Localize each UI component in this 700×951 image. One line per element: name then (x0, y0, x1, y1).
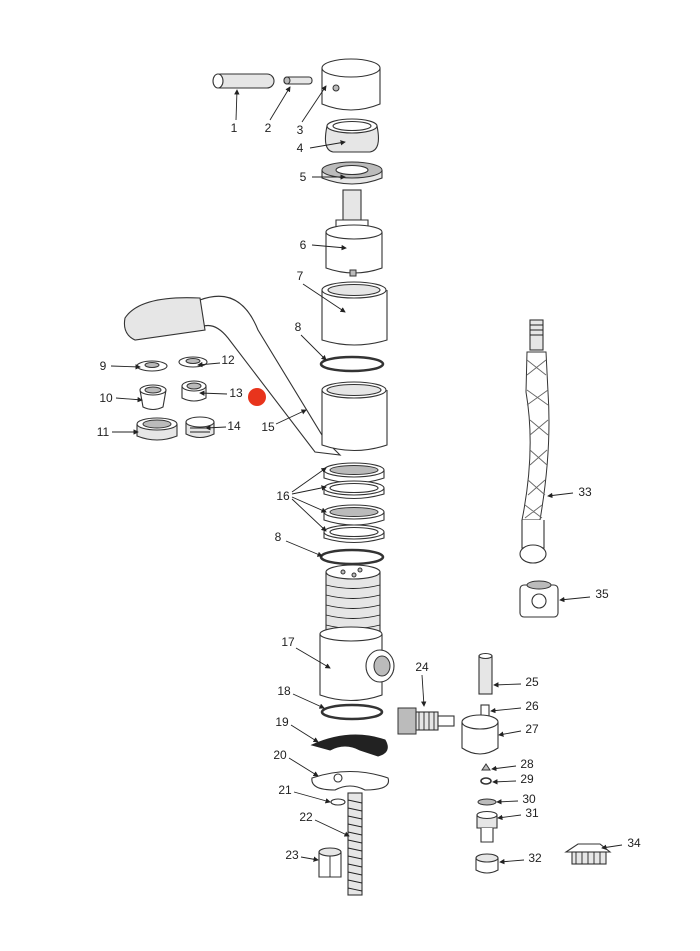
label-17: 17 (281, 635, 295, 649)
part-6-cartridge (325, 189, 383, 277)
label-19: 19 (275, 715, 289, 729)
label-21: 21 (278, 783, 292, 797)
part-32-nut (475, 853, 499, 874)
label-34: 34 (627, 836, 641, 850)
part-8-o-ring (319, 355, 385, 373)
label-25: 25 (525, 675, 539, 689)
label-6: 6 (300, 238, 307, 252)
label-7: 7 (297, 269, 304, 283)
label-28: 28 (520, 757, 534, 771)
part-4-dome-cover (324, 118, 379, 153)
label-14: 14 (227, 419, 241, 433)
label-16: 16 (276, 489, 290, 503)
part-22-threaded-rod (347, 792, 363, 896)
part-7-sleeve (321, 281, 388, 346)
label-29: 29 (520, 772, 534, 786)
part-1-pin (212, 73, 275, 89)
part-24-valve-cartridge (397, 707, 455, 735)
part-9-washer (136, 360, 168, 372)
part-labels: 1 2 3 4 5 6 7 8 9 10 11 12 13 14 15 16 8… (97, 121, 641, 865)
label-10: 10 (99, 391, 113, 405)
label-24: 24 (415, 660, 429, 674)
label-23: 23 (285, 848, 299, 862)
label-31: 31 (525, 806, 539, 820)
label-9: 9 (100, 359, 107, 373)
part-8-o-ring-lower (319, 548, 385, 566)
label-11: 11 (97, 425, 110, 439)
part-14-aerator (185, 416, 215, 439)
part-19-clip (310, 734, 388, 757)
label-27: 27 (525, 722, 539, 736)
part-23-hex-nut (318, 847, 342, 878)
label-4: 4 (297, 141, 304, 155)
part-33-braided-hose (519, 319, 550, 564)
label-8: 8 (295, 320, 302, 334)
part-28-ball (481, 763, 491, 771)
leader-lines (110, 85, 623, 865)
part-2-small-pin (283, 76, 313, 85)
part-3-handle-cap (321, 58, 381, 111)
part-11-aerator (136, 417, 178, 441)
part-34-plug (564, 843, 612, 865)
label-20: 20 (273, 748, 287, 762)
part-30-washer (477, 798, 497, 806)
label-32: 32 (528, 851, 542, 865)
label-35: 35 (595, 587, 609, 601)
label-2: 2 (265, 121, 272, 135)
part-16-rings (323, 462, 385, 544)
label-22: 22 (299, 810, 313, 824)
part-12-washer (178, 356, 208, 368)
label-5: 5 (300, 170, 307, 184)
part-35-hex-nut (519, 580, 559, 618)
label-15: 15 (261, 420, 275, 434)
part-17-body (319, 564, 395, 701)
part-18-ring (320, 703, 384, 721)
part-21-small-washer (330, 798, 346, 806)
label-3: 3 (297, 123, 304, 137)
highlight-marker (248, 388, 266, 406)
label-30: 30 (522, 792, 536, 806)
label-8-lower: 8 (275, 530, 282, 544)
part-5-nut (321, 161, 383, 185)
label-26: 26 (525, 699, 539, 713)
label-13: 13 (229, 386, 243, 400)
part-15-spout (123, 295, 388, 456)
part-25-rod (478, 652, 493, 695)
label-18: 18 (277, 684, 291, 698)
label-33: 33 (578, 485, 592, 499)
part-29-ring (480, 777, 492, 785)
part-20-washer (311, 771, 390, 791)
part-27-knob (461, 714, 499, 755)
label-12: 12 (221, 353, 235, 367)
part-10-bushing (139, 384, 167, 411)
part-13-bushing (181, 380, 207, 402)
part-31-fitting (476, 810, 498, 843)
label-1: 1 (231, 121, 238, 135)
